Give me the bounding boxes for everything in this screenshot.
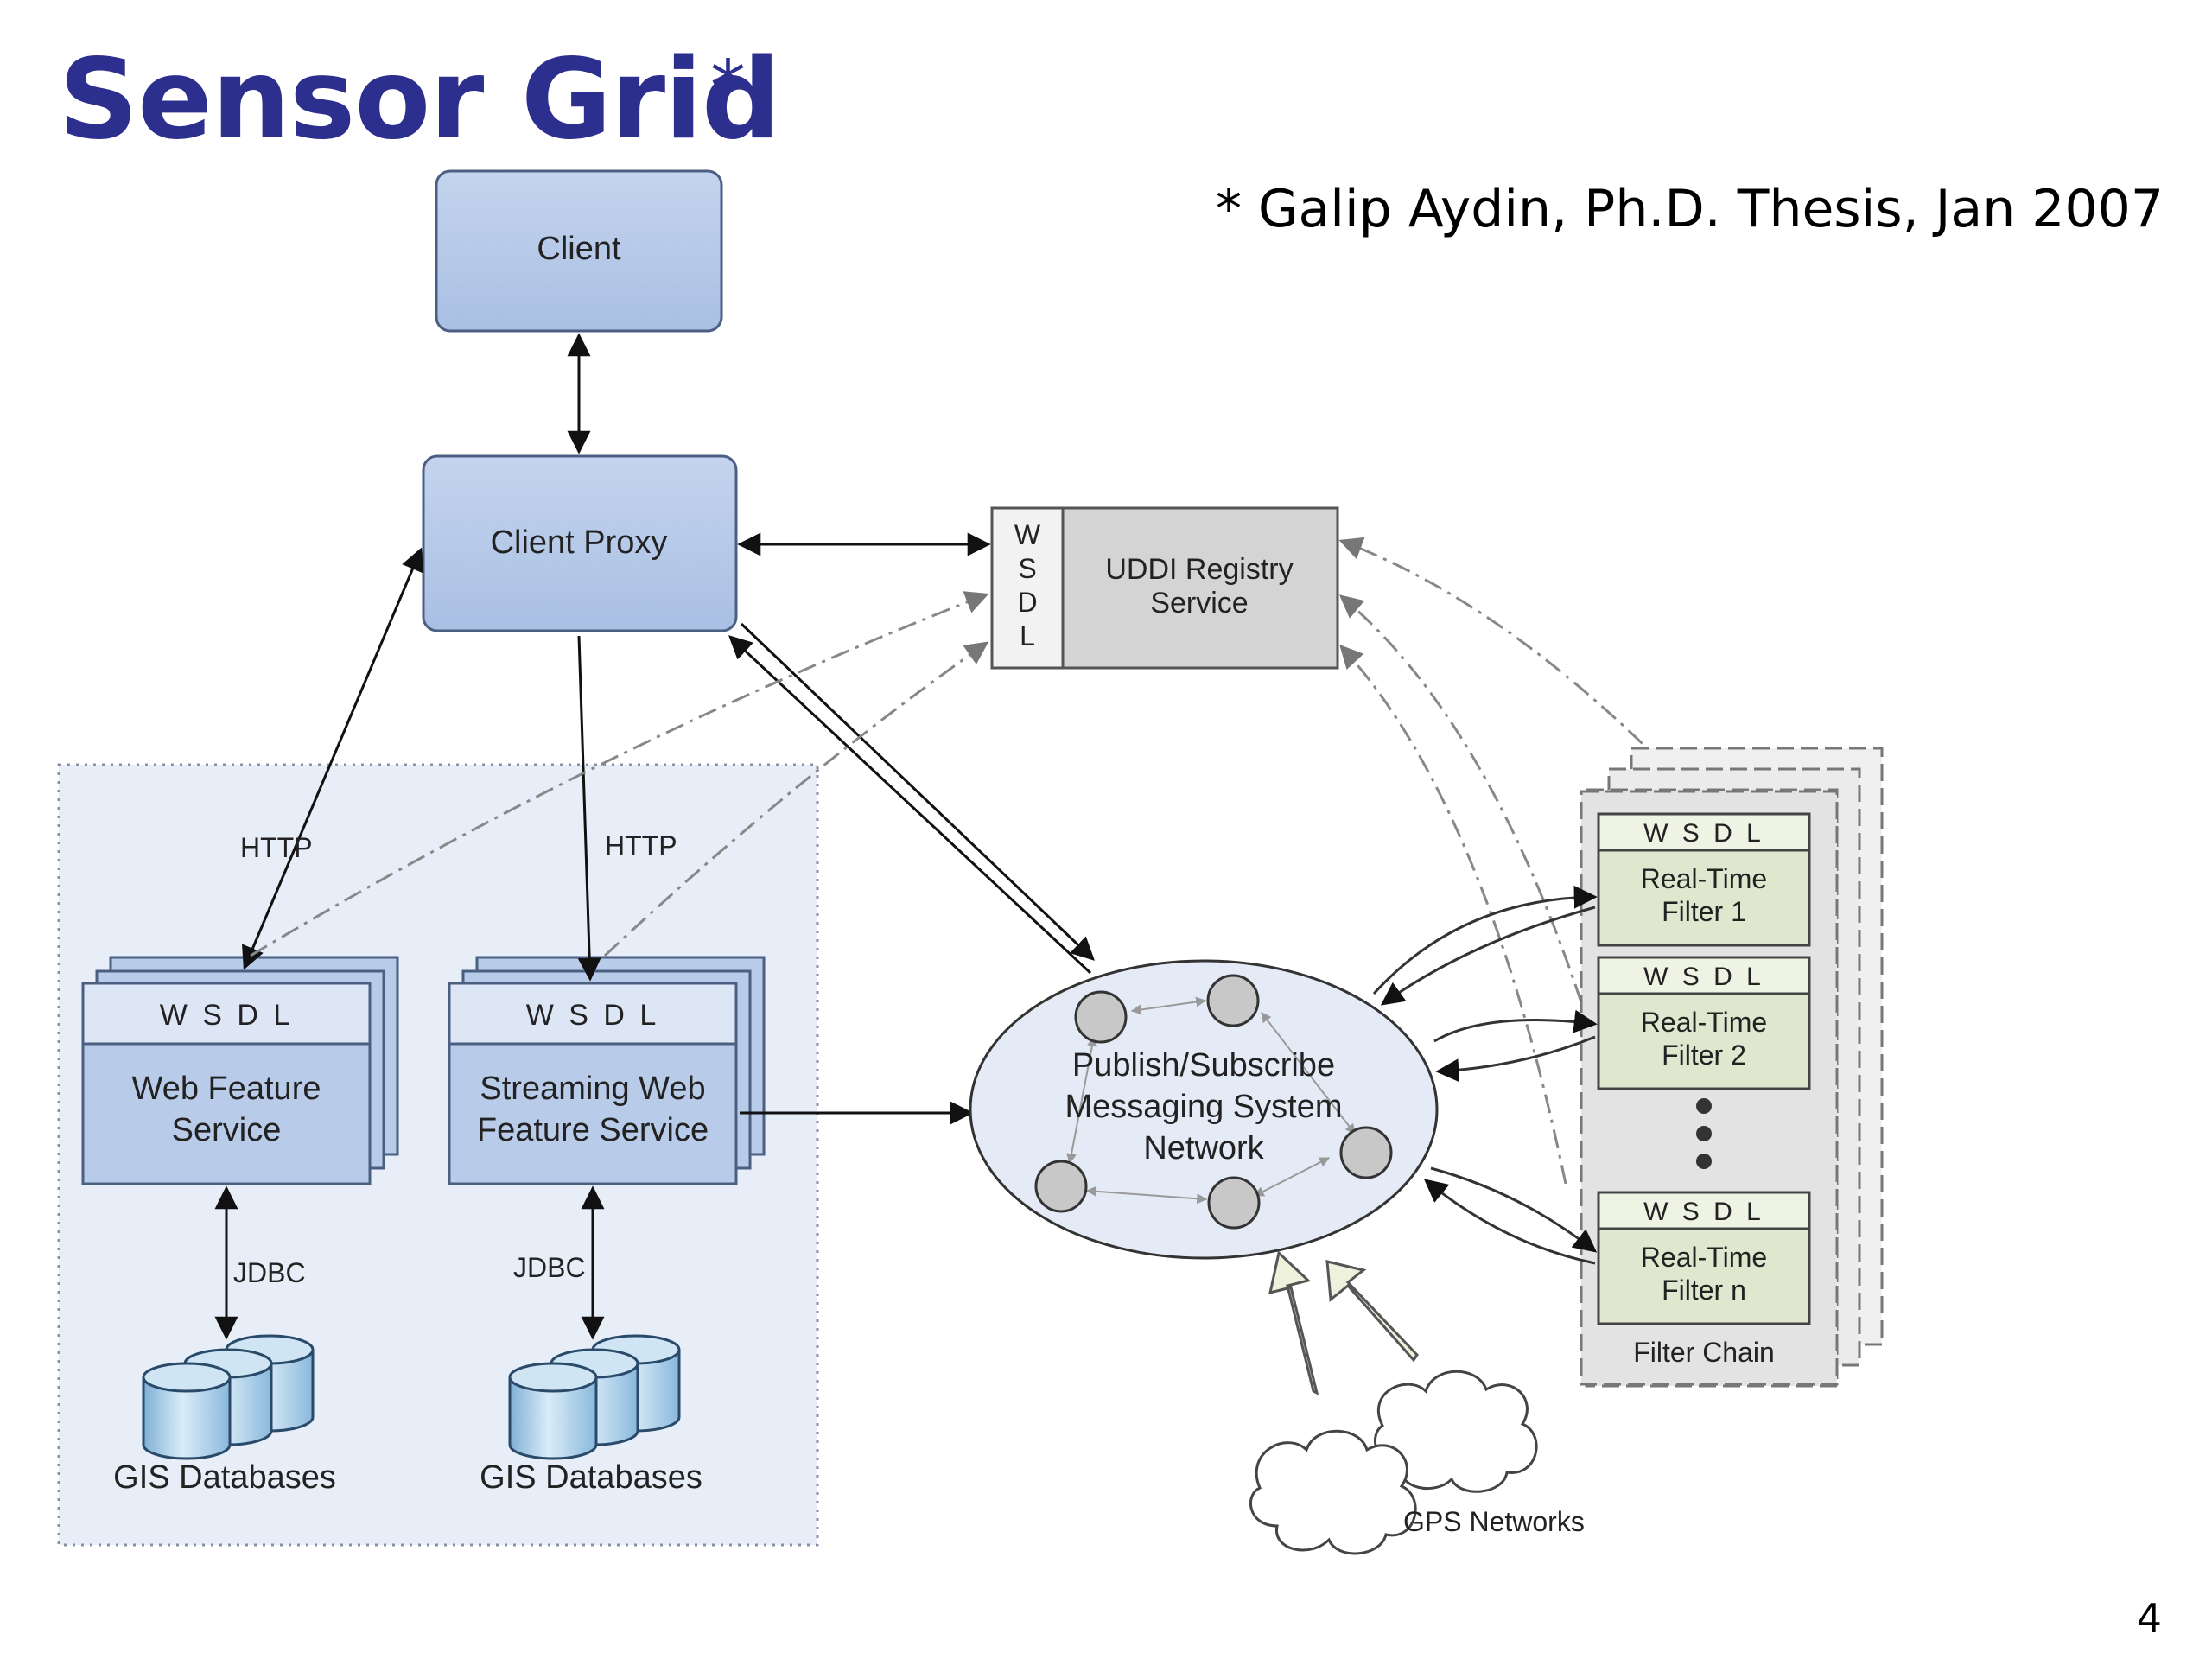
gps-inflow-arrow-1 [1268, 1250, 1319, 1395]
slide-title: Sensor Grid [59, 35, 781, 164]
web-feature-service-stack[interactable]: W S D L Web Feature Service [81, 956, 399, 1185]
http-label-swfs: HTTP [605, 830, 677, 861]
filter-n-line1: Real-Time [1641, 1242, 1767, 1273]
filter1-pubsub-in [1380, 906, 1596, 1006]
gps-inflow-arrow-2 [1325, 1260, 1419, 1363]
proxy-swfs-http-link [577, 635, 601, 982]
swfs-registry-dashdot [603, 641, 989, 957]
pubsub-filtern-out [1430, 1166, 1598, 1253]
wfs-label-line2: Service [172, 1112, 282, 1148]
registry-wsdl-l: L [1020, 620, 1035, 652]
filter-chain[interactable]: W S D L Real-Time Filter 1 W S D L Real-… [1580, 747, 1884, 1388]
filter-1-wsdl: W S D L [1643, 819, 1764, 848]
filter-1-line2: Filter 1 [1662, 896, 1746, 927]
ellipsis-dot [1696, 1154, 1712, 1169]
jdbc-label-wfs: JDBC [233, 1257, 306, 1288]
filter2-pubsub-in [1435, 1035, 1596, 1083]
filter-chain-label: Filter Chain [1633, 1337, 1775, 1368]
ellipsis-dot [1696, 1098, 1712, 1114]
pubsub-label-line2: Messaging System [1065, 1089, 1342, 1125]
filter-2-line2: Filter 2 [1662, 1039, 1746, 1071]
proxy-pubsub-link-a [728, 635, 1092, 975]
citation-note: * Galip Aydin, Ph.D. Thesis, Jan 2007 [1215, 179, 2164, 239]
registry-wsdl-w: W [1014, 519, 1041, 550]
gps-networks-label: GPS Networks [1403, 1506, 1585, 1537]
filterchain-registry-dashdot-2 [1338, 594, 1583, 1003]
filter-n-line2: Filter n [1662, 1274, 1746, 1306]
filterchain-registry-dashdot-3 [1339, 645, 1567, 1185]
client-label: Client [537, 231, 621, 267]
gis-databases-left-label: GIS Databases [113, 1459, 336, 1496]
pubsub-label-line1: Publish/Subscribe [1072, 1047, 1335, 1084]
registry-wsdl-d: D [1017, 587, 1037, 618]
filter-2-wsdl: W S D L [1643, 963, 1764, 991]
broker-node [1339, 1126, 1393, 1179]
filter-n[interactable]: W S D L Real-Time Filter n [1597, 1191, 1811, 1325]
pubsub-network[interactable]: Publish/Subscribe Messaging System Netwo… [969, 959, 1439, 1260]
gis-databases-right-label: GIS Databases [480, 1459, 702, 1496]
title-asterisk: * [710, 46, 746, 128]
broker-node [1207, 1176, 1261, 1230]
broker-node [1206, 974, 1260, 1027]
jdbc-label-swfs: JDBC [513, 1252, 586, 1283]
http-label-wfs: HTTP [240, 832, 313, 863]
wfs-registry-dashdot [250, 591, 989, 957]
pubsub-filter2-out [1433, 1009, 1598, 1043]
pubsub-label-line3: Network [1143, 1130, 1264, 1166]
wfs-wsdl-label: W S D L [160, 999, 294, 1032]
client-box[interactable]: Client [435, 169, 723, 333]
filter-n-wsdl: W S D L [1643, 1198, 1764, 1226]
gis-databases-right: GIS Databases [480, 1334, 702, 1496]
client-proxy-box[interactable]: Client Proxy [422, 454, 738, 632]
proxy-wfs-http-link [241, 547, 424, 970]
broker-node [1074, 990, 1128, 1044]
swfs-wsdl-label: W S D L [526, 999, 660, 1032]
registry-label-line1: UDDI Registry [1105, 553, 1293, 586]
uddi-registry-box[interactable]: W S D L UDDI Registry Service [990, 506, 1339, 670]
swfs-label-line2: Feature Service [477, 1112, 709, 1148]
ellipsis-dot [1696, 1126, 1712, 1141]
filter-1-line1: Real-Time [1641, 863, 1767, 894]
wfs-label-line1: Web Feature [132, 1071, 321, 1107]
filtern-pubsub-in [1423, 1179, 1596, 1265]
filter-2-line1: Real-Time [1641, 1007, 1767, 1038]
pubsub-filter1-out [1372, 885, 1598, 995]
page-number: 4 [2136, 1595, 2162, 1642]
gis-databases-left: GIS Databases [113, 1334, 336, 1496]
swfs-label-line1: Streaming Web [480, 1071, 705, 1107]
filter-2[interactable]: W S D L Real-Time Filter 2 [1597, 956, 1811, 1090]
filter-1[interactable]: W S D L Real-Time Filter 1 [1597, 812, 1811, 947]
proxy-pubsub-link-b [740, 622, 1095, 961]
streaming-web-feature-service-stack[interactable]: W S D L Streaming Web Feature Service [448, 956, 766, 1185]
registry-label-line2: Service [1150, 587, 1248, 620]
client-proxy-label: Client Proxy [491, 524, 668, 561]
registry-wsdl-s: S [1018, 553, 1036, 584]
broker-node [1034, 1160, 1088, 1213]
gps-networks-cloud: GPS Networks [1249, 1370, 1585, 1555]
